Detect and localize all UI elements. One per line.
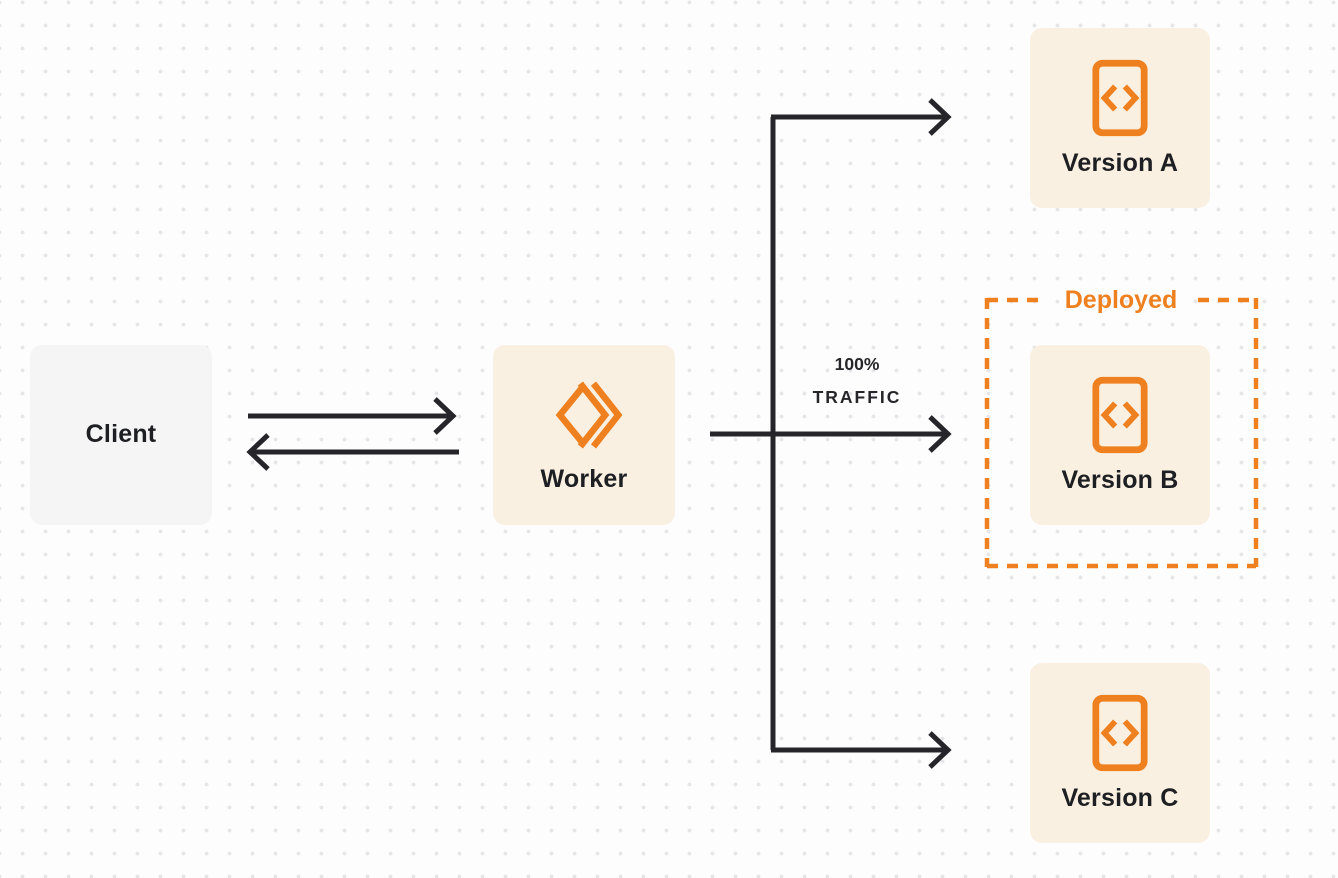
client-to-worker-arrow	[248, 397, 457, 435]
worker-to-client-arrow	[246, 433, 459, 471]
node-version-b: Version B	[1030, 345, 1210, 525]
worker-label: Worker	[540, 464, 628, 493]
code-document-icon	[1092, 694, 1148, 771]
traffic-percent: 100%	[834, 354, 880, 374]
version-c-label: Version C	[1061, 783, 1179, 812]
version-b-label: Version B	[1061, 465, 1179, 494]
traffic-annotation: 100% TRAFFIC	[813, 348, 902, 414]
code-document-icon	[1092, 59, 1148, 136]
code-document-icon	[1092, 376, 1148, 453]
client-label: Client	[85, 420, 157, 449]
node-version-c: Version C	[1030, 663, 1210, 843]
branch-arrow-version-c	[771, 731, 952, 769]
node-worker: Worker	[493, 345, 675, 525]
node-version-a: Version A	[1030, 28, 1210, 208]
traffic-trunk-line	[710, 117, 952, 750]
traffic-word: TRAFFIC	[812, 387, 902, 407]
deployed-label: Deployed	[1064, 286, 1178, 314]
version-a-label: Version A	[1061, 148, 1179, 177]
node-client: Client	[30, 345, 212, 525]
branch-arrow-version-a	[771, 98, 952, 136]
workers-chevron-icon	[555, 381, 622, 449]
